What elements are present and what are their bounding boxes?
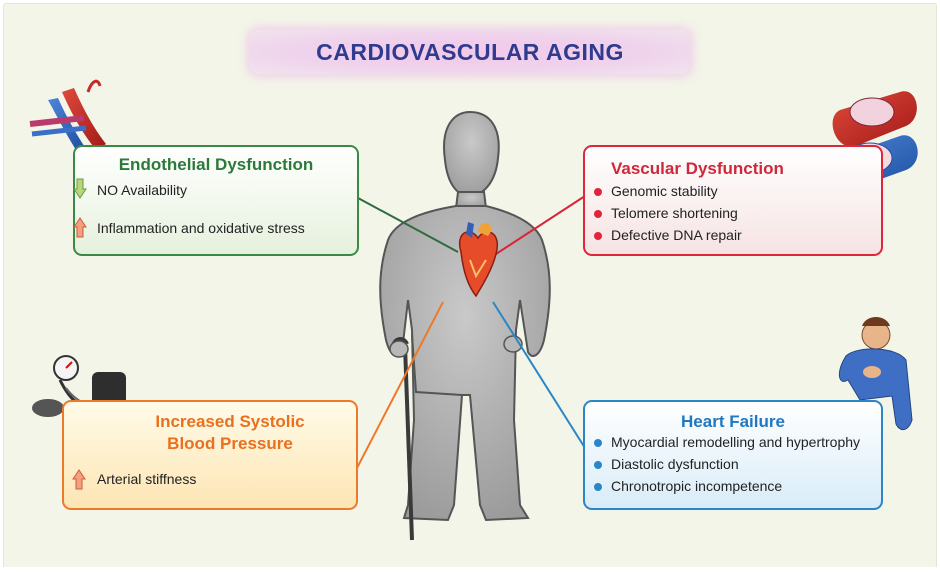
arrow-up-icon: [73, 217, 87, 238]
vascular-item-3: Defective DNA repair: [611, 227, 742, 243]
endothelial-title: Endothelial Dysfunction: [118, 155, 314, 174]
heart-failure-item-3: Chronotropic incompetence: [611, 478, 783, 494]
vascular-item-2: Telomere shortening: [611, 205, 738, 221]
endothelial-item-2: Inflammation and oxidative stress: [97, 220, 305, 236]
bullet-icon: [594, 439, 602, 447]
heart-failure-patient-icon: [839, 317, 913, 430]
bullet-icon: [594, 210, 602, 218]
arrow-up-icon: [72, 469, 86, 490]
vascular-item-1: Genomic stability: [611, 183, 718, 199]
arrow-down-icon: [73, 178, 87, 199]
heart-failure-item-1: Myocardial remodelling and hypertrophy: [611, 434, 861, 450]
systolic-title-line1: Increased Systolic: [155, 412, 305, 431]
bullet-icon: [594, 232, 602, 240]
heart-illustration: [458, 222, 499, 298]
title-banner: CARDIOVASCULAR AGING: [250, 30, 690, 74]
bullet-icon: [594, 188, 602, 196]
connector-endothelial: [357, 197, 459, 253]
blood-vessel-icon: [29, 79, 106, 150]
bullet-icon: [594, 461, 602, 469]
heart-failure-title: Heart Failure: [681, 412, 785, 431]
endothelial-item-1: NO Availability: [97, 182, 188, 198]
bottom-strip: [0, 567, 940, 574]
vascular-dysfunction-box: Vascular Dysfunction Genomic stability T…: [583, 145, 883, 256]
increased-systolic-bp-box: Increased Systolic Blood Pressure Arteri…: [62, 400, 358, 510]
systolic-title-line2: Blood Pressure: [167, 434, 293, 453]
elderly-person-figure: [379, 110, 551, 522]
endothelial-dysfunction-box: Endothelial Dysfunction NO Availability …: [73, 145, 359, 256]
connector-heart-failure: [492, 301, 586, 449]
heart-failure-item-2: Diastolic dysfunction: [611, 456, 739, 472]
connector-vascular: [495, 195, 586, 255]
bullet-icon: [594, 483, 602, 491]
vascular-title: Vascular Dysfunction: [611, 159, 784, 178]
systolic-item-1: Arterial stiffness: [97, 471, 197, 487]
page-title: CARDIOVASCULAR AGING: [316, 38, 624, 65]
connector-systolic: [356, 301, 444, 469]
systolic-title: Increased Systolic Blood Pressure: [104, 411, 356, 455]
heart-failure-box: Heart Failure Myocardial remodelling and…: [583, 400, 883, 510]
